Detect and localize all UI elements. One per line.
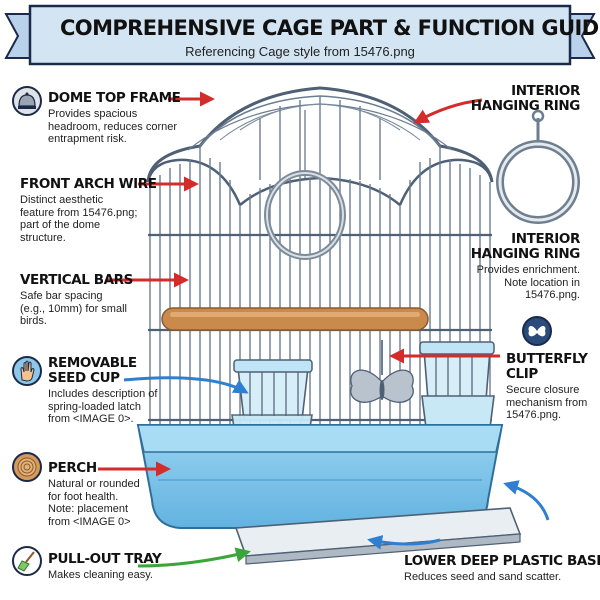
label-lower-deep-plastic-base: LOWER DEEP PLASTIC BASE Reduces seed and… [404, 553, 600, 584]
label-butterfly-clip: BUTTERFLY CLIP Secure closure mechanism … [506, 352, 596, 422]
hand-icon [12, 356, 42, 386]
label-title: REMOVABLE SEED CUP [48, 355, 137, 386]
interior-hanging-ring [264, 110, 346, 260]
page-subtitle: Referencing Cage style from 15476.png [185, 44, 415, 59]
perch [161, 307, 429, 331]
label-title: FRONT ARCH WIRE [20, 176, 157, 192]
wood-icon [12, 452, 42, 482]
lower-deep-plastic-base [136, 424, 504, 529]
label-perch: PERCH Natural or rounded for foot health… [48, 461, 148, 528]
label-dome-top-frame: DOME TOP FRAME Provides spacious headroo… [48, 90, 181, 146]
label-vertical-bars: VERTICAL BARS Safe bar spacing (e.g., 10… [20, 273, 145, 328]
label-front-arch-wire: FRONT ARCH WIRE Distinct aesthetic featu… [20, 176, 157, 244]
dome-icon [12, 86, 42, 116]
label-interior-hanging-ring: INTERIOR HANGING RING Provides enrichmen… [470, 231, 581, 302]
label-interior-hanging-ring-top: INTERIOR HANGING RING [470, 83, 581, 114]
butterfly-clip [350, 340, 414, 403]
butterfly-icon [522, 316, 552, 346]
label-title: BUTTERFLY CLIP [506, 351, 588, 382]
dome-top-frame [146, 86, 494, 183]
label-title: PULL-OUT TRAY [48, 551, 162, 567]
label-pull-out-tray: PULL-OUT TRAY Makes cleaning easy. [48, 552, 178, 582]
title-banner [4, 4, 596, 66]
label-title: INTERIOR HANGING RING [470, 231, 581, 262]
callout-arrows [98, 91, 550, 568]
label-title: DOME TOP FRAME [48, 90, 181, 106]
broom-icon [12, 546, 42, 576]
label-title: PERCH [48, 460, 97, 476]
page-title: COMPREHENSIVE CAGE PART & FUNCTION GUIDE [60, 16, 600, 40]
label-removable-seed-cup: REMOVABLE SEED CUP Includes description … [48, 356, 168, 426]
label-title: LOWER DEEP PLASTIC BASE [404, 553, 600, 569]
label-title: VERTICAL BARS [20, 272, 134, 288]
ring-icon [496, 109, 580, 224]
label-title: INTERIOR HANGING RING [470, 83, 581, 114]
